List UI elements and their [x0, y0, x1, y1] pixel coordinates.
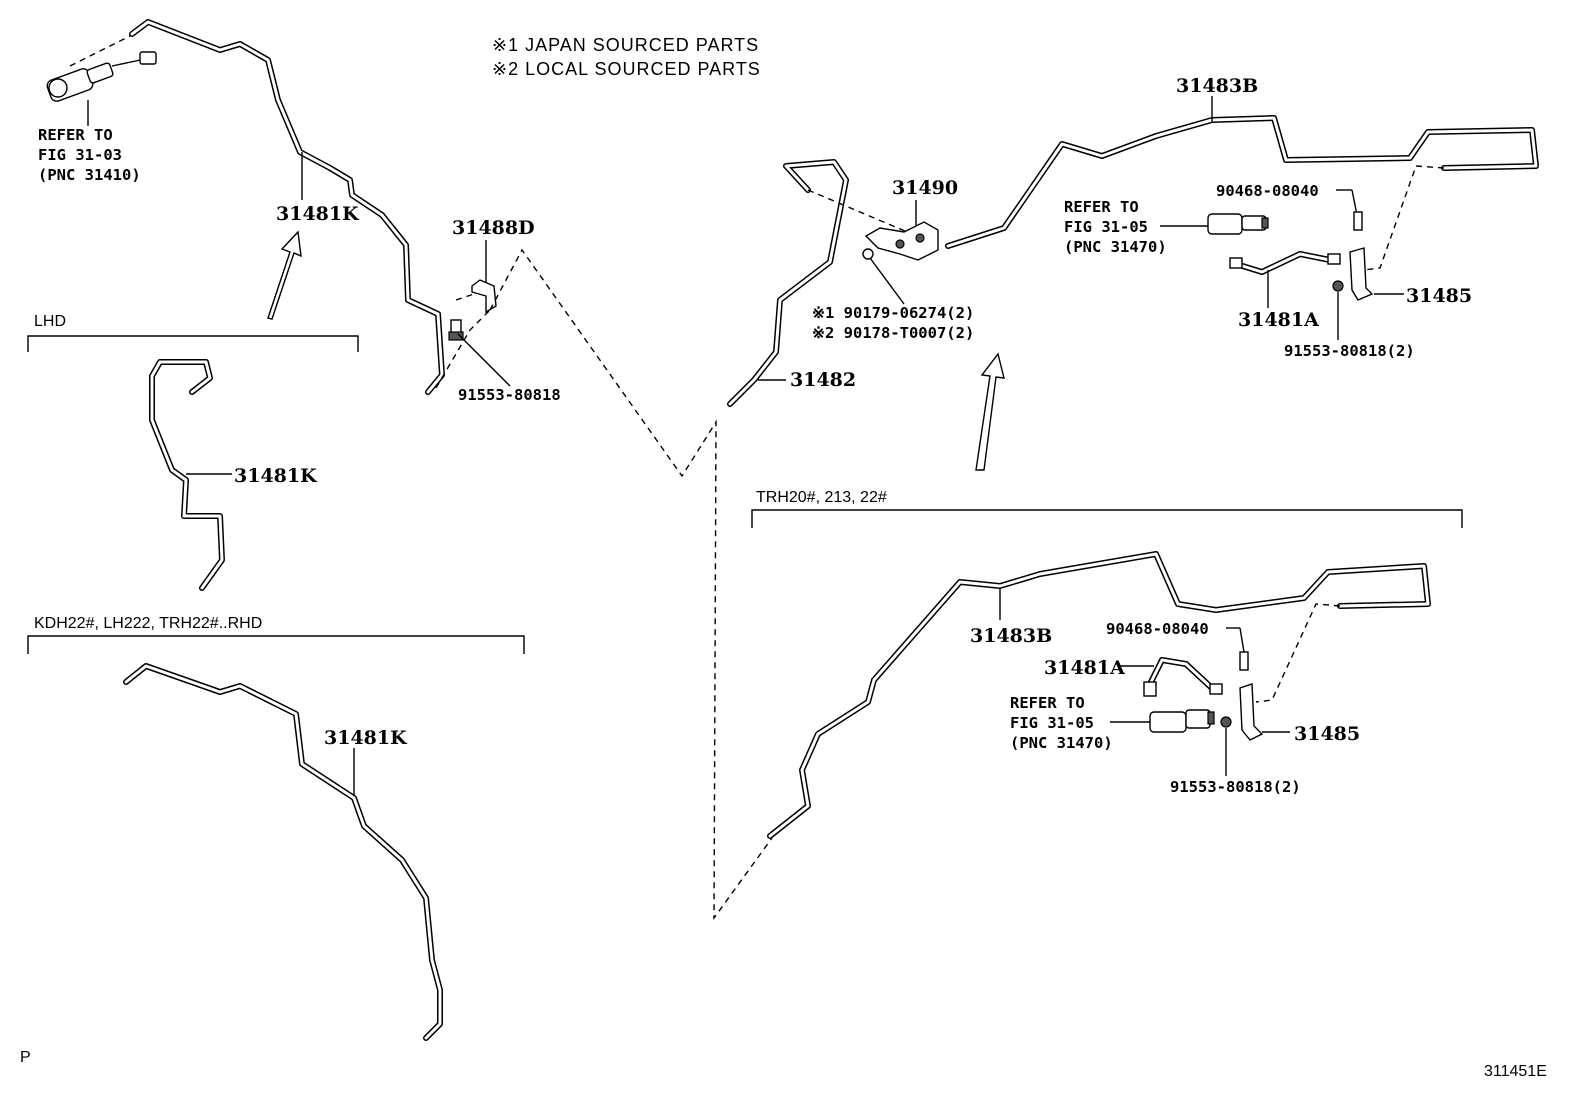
part-31481A-bottom: 31481A — [1044, 657, 1125, 679]
bracket-31485-icon — [1239, 683, 1264, 741]
refer-label-line1: REFER TO — [38, 126, 113, 144]
group-bracket-rhd — [27, 635, 525, 654]
part-90178-T0007: ※2 90178-T0007(2) — [812, 324, 974, 342]
part-91553-80818-bottom: 91553-80818(2) — [1170, 778, 1301, 796]
part-90179-06274: ※1 90179-06274(2) — [812, 304, 974, 322]
part-31488D: 31488D — [452, 217, 535, 239]
refer-label-line1: REFER TO — [1010, 694, 1085, 712]
junction-31490-icon — [864, 221, 939, 261]
part-31485-top: 31485 — [1406, 285, 1472, 307]
refer-label-line2: FIG 31-05 — [1010, 714, 1094, 732]
part-31481K-rhd: 31481K — [324, 727, 408, 749]
bolt-icon — [448, 319, 464, 341]
part-31483B-bottom: 31483B — [970, 625, 1052, 647]
part-31481K-top: 31481K — [276, 203, 360, 225]
brake-pipe-31481K-lhd — [149, 359, 225, 591]
release-cylinder-icon — [1207, 213, 1269, 235]
brake-pipe-31483B-top — [945, 115, 1539, 249]
refer-label-line1: REFER TO — [1064, 198, 1139, 216]
brake-pipe-31482 — [727, 159, 849, 407]
release-cylinder-icon — [1149, 709, 1215, 733]
part-90468-08040-top: 90468-08040 — [1216, 182, 1319, 200]
clip-icon — [1239, 651, 1249, 671]
part-31483B-top: 31483B — [1176, 75, 1258, 97]
part-31482: 31482 — [790, 369, 856, 391]
part-91553-80818-top: 91553-80818(2) — [1284, 342, 1415, 360]
refer-label-line2: FIG 31-03 — [38, 146, 122, 164]
group-label-lhd: LHD — [34, 313, 66, 330]
part-90468-08040-bottom: 90468-08040 — [1106, 620, 1209, 638]
refer-label-line3: (PNC 31470) — [1010, 734, 1113, 752]
note-japan-sourced: ※1 JAPAN SOURCED PARTS — [492, 35, 759, 55]
bracket-31488D-icon — [471, 279, 497, 314]
part-91553-80818: 91553-80818 — [458, 386, 561, 404]
note-local-sourced: ※2 LOCAL SOURCED PARTS — [492, 59, 761, 79]
brake-pipe-31481K-top — [129, 19, 445, 395]
flex-hose-31481A-top — [1229, 251, 1341, 275]
arrow-up-icon — [267, 230, 302, 320]
flex-hose-31481A-bottom — [1143, 657, 1223, 697]
figure-code: 311451E — [1484, 1063, 1547, 1080]
group-label-rhd: KDH22#, LH222, TRH22#..RHD — [34, 615, 262, 632]
refer-label-line3: (PNC 31470) — [1064, 238, 1167, 256]
part-31481A-top: 31481A — [1238, 309, 1319, 331]
part-31490: 31490 — [892, 177, 958, 199]
part-31485-bottom: 31485 — [1294, 723, 1360, 745]
bracket-31485-icon — [1349, 247, 1374, 301]
footer-left-mark: P — [20, 1049, 31, 1066]
brake-pipe-31483B-bottom — [767, 551, 1431, 839]
clip-icon — [1353, 211, 1363, 231]
bolt-icon — [1220, 716, 1232, 728]
master-cylinder-icon — [46, 35, 157, 102]
arrow-up-icon — [975, 352, 1005, 471]
refer-label-line3: (PNC 31410) — [38, 166, 141, 184]
brake-pipe-31481K-rhd — [123, 663, 443, 1041]
refer-label-line2: FIG 31-05 — [1064, 218, 1148, 236]
group-label-trh: TRH20#, 213, 22# — [756, 489, 887, 506]
group-bracket-lhd — [27, 335, 359, 352]
part-31481K-lhd: 31481K — [234, 465, 318, 487]
bolt-icon — [1332, 280, 1344, 292]
nut-icon — [862, 248, 874, 260]
group-bracket-trh — [751, 509, 1463, 528]
